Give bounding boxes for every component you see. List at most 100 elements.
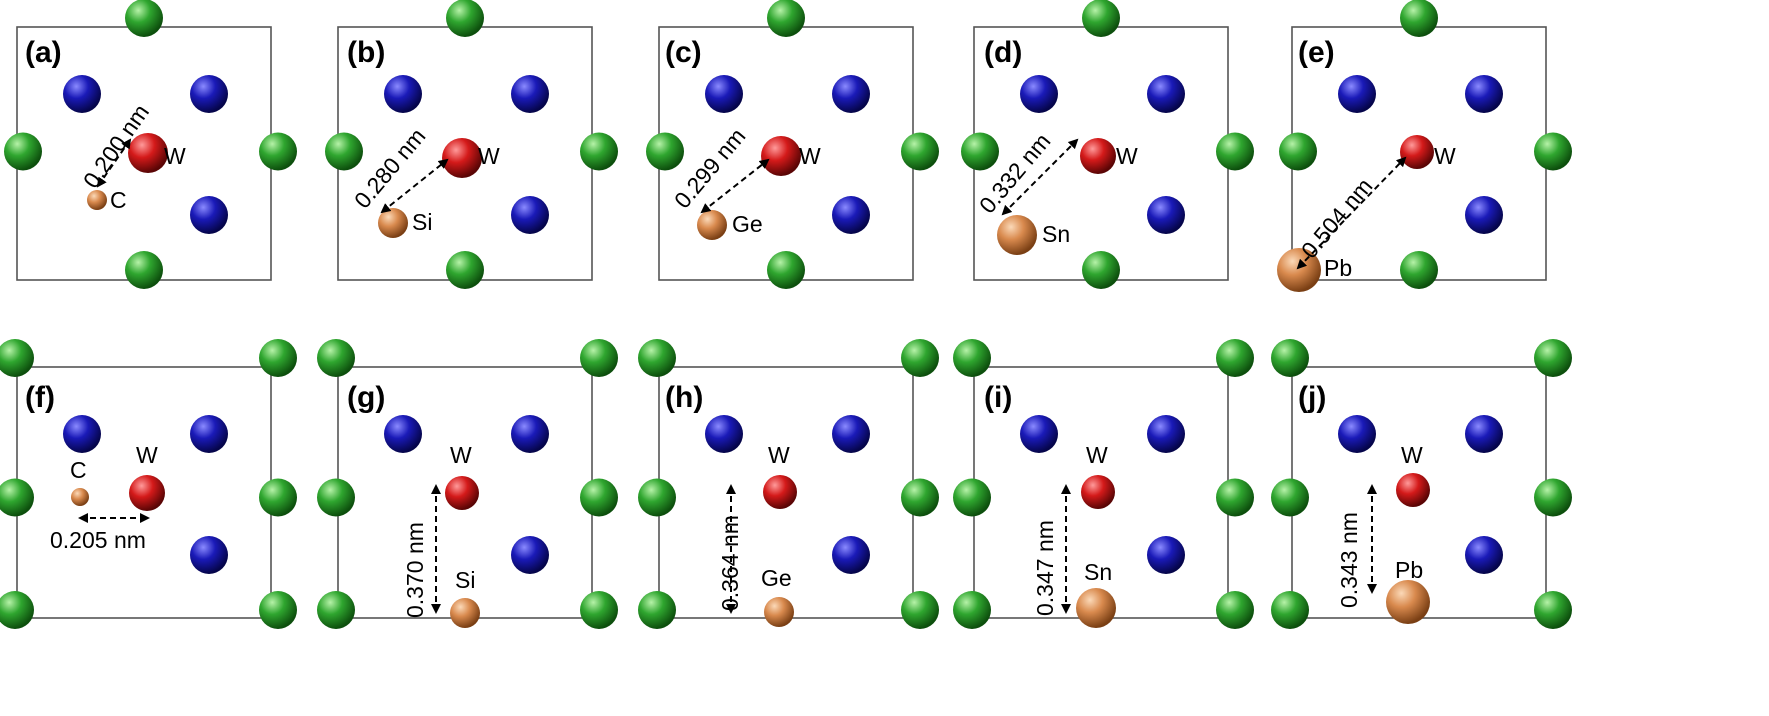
blue-atom [1147,415,1185,453]
green-atom [767,0,805,37]
blue-atom [705,415,743,453]
green-atom [125,0,163,37]
distance-label: 0.347 nm [1032,520,1058,616]
tungsten-atom [761,136,801,176]
tungsten-atom [1400,135,1434,169]
solute-atom [764,597,794,627]
tungsten-atom [763,475,797,509]
blue-atom [832,196,870,234]
green-atom [1216,339,1254,377]
solute-atom [697,210,727,240]
solute-atom [997,215,1037,255]
solute-atom-label: C [110,187,127,213]
green-atom [953,478,991,517]
green-atom [901,339,939,377]
solute-atom-label: Ge [732,211,763,237]
tungsten-atom [445,476,479,510]
panel-label: (c) [665,36,702,69]
green-atom [638,478,676,517]
tungsten-atom [442,138,482,178]
green-atom [1400,251,1438,289]
blue-atom [63,415,101,453]
solute-atom [378,208,408,238]
blue-atom [511,415,549,453]
green-atom [0,339,34,377]
host-atom-label: W [450,442,472,468]
panel-label: (a) [25,36,62,69]
green-atom [125,251,163,289]
panel-label: (f) [25,381,55,414]
solute-atom-label: Si [412,209,432,235]
host-atom-label: W [1434,143,1456,169]
solute-atom [1076,588,1116,628]
blue-atom [384,75,422,113]
panel-label: (i) [984,381,1012,414]
green-atom [1271,339,1309,377]
solute-atom [87,190,107,210]
green-atom [1271,478,1309,517]
green-atom [901,591,939,629]
solute-atom-label: Pb [1395,557,1423,583]
solute-atom-label: Ge [761,565,792,591]
tungsten-atom [1080,138,1116,174]
green-atom [259,132,297,171]
solute-atom [1386,580,1430,624]
distance-arrow [1001,138,1079,216]
blue-atom [832,415,870,453]
green-atom [953,591,991,629]
distance-label: 0.299 nm [669,123,751,213]
green-atom [0,478,34,517]
green-atom [325,132,363,171]
distance-arrow [1296,156,1407,270]
panel-label: (g) [347,381,385,414]
solute-atom-label: Sn [1084,559,1112,585]
green-atom [259,478,297,517]
panel-label: (d) [984,36,1022,69]
distance-label: 0.364 nm [717,515,743,611]
green-atom [1279,132,1317,171]
blue-atom [1465,75,1503,113]
tungsten-atom [1081,475,1115,509]
green-atom [1534,132,1572,171]
distance-arrow [700,158,770,214]
green-atom [961,132,999,171]
green-atom [1216,478,1254,517]
distance-label: 0.370 nm [402,522,428,618]
green-atom [767,251,805,289]
host-atom-label: W [799,143,821,169]
solute-atom-label: Pb [1324,255,1352,281]
host-atom-label: W [136,442,158,468]
green-atom [1082,251,1120,289]
green-atom [4,132,42,171]
host-atom-label: W [478,143,500,169]
panel-c: (c) W Ge0.299 nm [646,0,939,289]
blue-atom [190,415,228,453]
solute-atom-label: C [70,457,87,483]
host-atom-label: W [1116,143,1138,169]
blue-atom [190,196,228,234]
green-atom [580,478,618,517]
green-atom [259,339,297,377]
panel-f: (f)WC0.205 nm [0,339,297,629]
green-atom [0,591,34,629]
host-atom-label: W [1401,442,1423,468]
panel-h: (h) W Ge 0.364 nm [638,339,939,629]
host-atom-label: W [768,442,790,468]
panel-a: (a)WC0.200 nm [4,0,297,289]
green-atom [446,0,484,37]
panel-label: (j) [1298,381,1326,414]
distance-arrow [380,158,449,214]
panel-label: (b) [347,36,385,69]
green-atom [259,591,297,629]
blue-atom [1338,75,1376,113]
green-atom [580,132,618,171]
green-atom [1082,0,1120,37]
solute-atom-label: Sn [1042,221,1070,247]
green-atom [638,339,676,377]
blue-atom [384,415,422,453]
panel-label: (h) [665,381,703,414]
